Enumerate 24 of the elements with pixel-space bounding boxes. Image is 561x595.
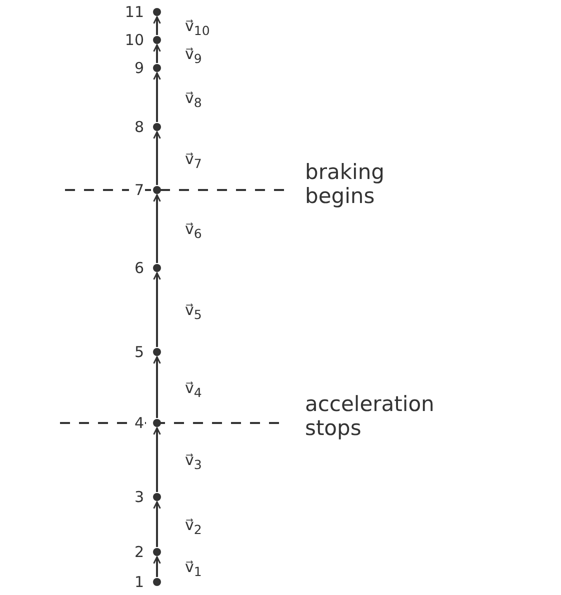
position-dot: [153, 186, 161, 194]
note-text: acceleration stops: [305, 392, 436, 440]
position-dot: [153, 64, 161, 72]
position-dot: [153, 123, 161, 131]
position-dot: [153, 578, 161, 586]
note-text: braking begins: [305, 160, 386, 208]
velocity-arrow: [153, 556, 161, 577]
position-dot: [153, 348, 161, 356]
position-dot: [153, 36, 161, 44]
velocity-arrow: [153, 427, 161, 492]
position-dot: [153, 8, 161, 16]
position-number: 7: [129, 182, 145, 198]
position-dot: [153, 548, 161, 556]
position-dot: [153, 493, 161, 501]
velocity-arrow: [153, 356, 161, 418]
velocity-arrow: [153, 72, 161, 122]
position-dot: [153, 264, 161, 272]
position-dot: [153, 419, 161, 427]
velocity-arrow: [153, 44, 161, 63]
velocity-arrow: [153, 272, 161, 347]
velocity-arrow: [153, 16, 161, 35]
velocity-arrow: [153, 194, 161, 263]
velocity-arrow: [153, 501, 161, 547]
velocity-arrow: [153, 131, 161, 185]
